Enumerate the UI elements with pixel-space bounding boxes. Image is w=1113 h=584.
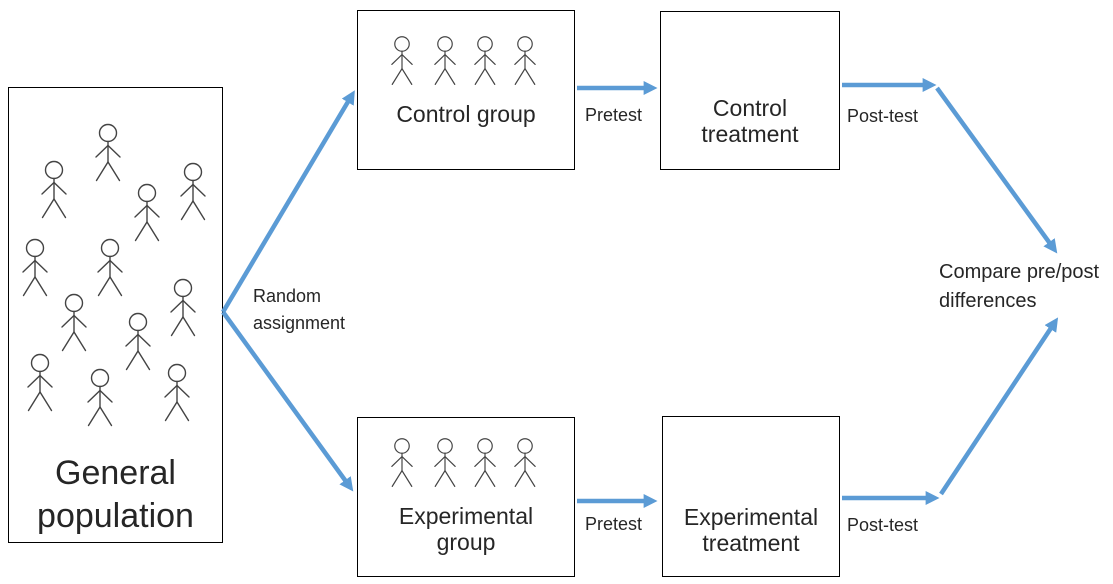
experimental-treatment-box xyxy=(662,416,840,577)
compare-arrow-bottom xyxy=(939,317,1059,496)
stick-figure-icon xyxy=(434,36,456,85)
stick-figure-icon xyxy=(95,123,121,182)
stick-figure-icon xyxy=(125,312,151,371)
control-group-box xyxy=(357,10,575,170)
control-treatment-box xyxy=(660,11,840,170)
stick-figure-icon xyxy=(27,353,53,412)
general-population-box xyxy=(8,87,223,543)
stick-figure-icon xyxy=(97,238,123,297)
random-assignment-label: Random assignment xyxy=(253,286,346,333)
stick-figure-icon xyxy=(180,162,206,221)
stick-figure-icon xyxy=(164,363,190,422)
experimental-treatment-label: Experimental treatment xyxy=(683,504,819,556)
pretest-label-bottom: Pretest xyxy=(585,514,643,534)
random-assignment-arrow-to-control xyxy=(221,90,355,314)
stick-figure-icon xyxy=(41,160,67,219)
stick-figure-icon xyxy=(134,183,160,242)
stick-figure-icon xyxy=(474,36,496,85)
control-group-label: Control group xyxy=(396,101,536,127)
compare-differences-label: Compare pre/post differences xyxy=(939,261,1100,312)
compare-arrow-top xyxy=(935,86,1058,254)
experimental-group-label: Experimental group xyxy=(398,503,534,555)
stick-figure-icon xyxy=(87,368,113,427)
experimental-group-box xyxy=(357,417,575,577)
stick-figure-icon xyxy=(391,36,413,85)
stick-figure-icon xyxy=(391,438,413,487)
pretest-label-top: Pretest xyxy=(585,105,643,125)
random-assignment-arrow-to-experimental xyxy=(221,310,354,492)
control-treatment-label: Control treatment xyxy=(701,95,799,147)
stick-figure-icon xyxy=(61,293,87,352)
stick-figure-icon xyxy=(514,438,536,487)
control-group-figures xyxy=(391,36,536,85)
stick-figure-icon xyxy=(474,438,496,487)
stick-figure-icon xyxy=(22,238,48,297)
stick-figure-icon xyxy=(434,438,456,487)
stick-figure-icon xyxy=(514,36,536,85)
experimental-group-figures xyxy=(391,438,536,487)
stick-figure-icon xyxy=(170,278,196,337)
general-population-label: General population xyxy=(37,454,194,535)
posttest-label-bottom: Post-test xyxy=(847,515,919,535)
general-population-figures xyxy=(22,123,206,427)
posttest-label-top: Post-test xyxy=(847,106,919,126)
arrows xyxy=(221,78,1059,508)
